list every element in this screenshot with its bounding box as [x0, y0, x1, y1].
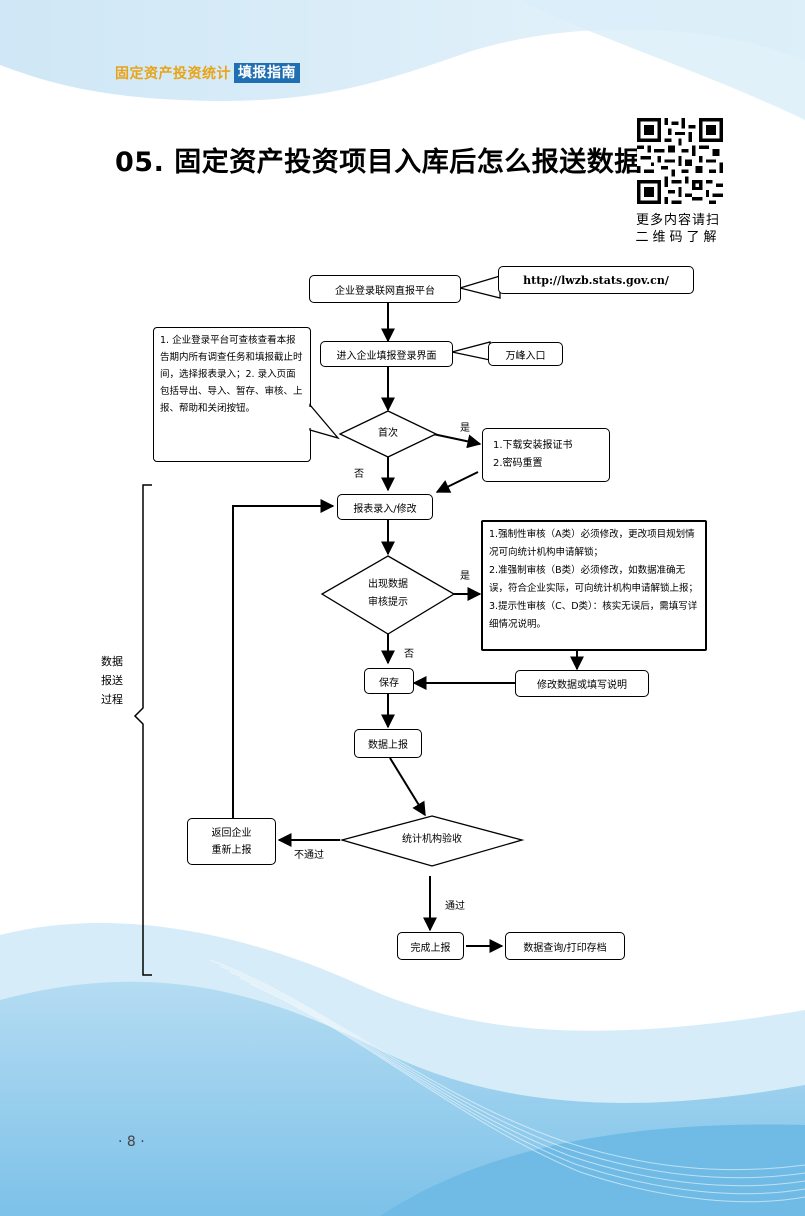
side-label: 数据 报送 过程 — [100, 652, 124, 709]
series-title: 固定资产投资统计 — [115, 66, 231, 82]
first-steps-box: 1.下载安装报证书 2.密码重置 — [482, 428, 610, 482]
side-label-3: 过程 — [101, 693, 123, 706]
page-title: 05. 固定资产投资项目入库后怎么报送数据? — [115, 147, 658, 178]
audit-question-line1: 出现数据 — [368, 579, 408, 590]
guide-tag: 填报指南 — [234, 63, 300, 83]
side-label-1: 数据 — [101, 655, 123, 668]
accept-label: 统计机构验收 — [402, 834, 462, 845]
audit-rule-2: 2.准强制审核（B类）必须修改，如数据准确无误，符合企业实际，可向统计机构申请解… — [489, 565, 699, 594]
audit-rules-box: 1.强制性审核（A类）必须修改，更改项目规划情况可向统计机构申请解锁； 2.准强… — [481, 520, 707, 651]
complete-box: 完成上报 — [397, 932, 464, 960]
qr-caption-line1: 更多内容请扫 — [635, 213, 720, 228]
no-label-1: 否 — [354, 469, 364, 480]
audit-question: 出现数据 审核提示 — [352, 576, 424, 612]
first-time-label: 首次 — [378, 428, 398, 439]
audit-diamond — [320, 555, 456, 635]
url-text: http://lwzb.stats.gov.cn/ — [523, 273, 669, 287]
page-number: · 8 · — [118, 1134, 145, 1150]
enter-box: 进入企业填报登录界面 — [320, 341, 453, 367]
side-label-2: 报送 — [101, 674, 123, 687]
first-time-diamond — [338, 410, 438, 458]
accept-diamond — [339, 815, 525, 867]
return-box: 返回企业 重新上报 — [187, 818, 276, 865]
modify-box: 修改数据或填写说明 — [515, 670, 649, 697]
url-box: http://lwzb.stats.gov.cn/ — [498, 266, 694, 294]
left-note-text: 1. 企业登录平台可查核查看本报告期内所有调查任务和填报截止时间，选择报表录入；… — [160, 335, 303, 414]
save-box: 保存 — [364, 668, 414, 694]
yes-label-2: 是 — [460, 571, 470, 582]
qr-code-icon — [637, 118, 723, 204]
wanfeng-box: 万峰入口 — [488, 342, 563, 366]
audit-question-line2: 审核提示 — [368, 597, 408, 608]
qr-caption: 更多内容请扫 二维码了解 — [628, 212, 728, 246]
audit-rule-3: 3.提示性审核（C、D类）：核实无误后，需填写详细情况说明。 — [489, 601, 698, 630]
return-line2: 重新上报 — [211, 844, 252, 856]
no-label-2: 否 — [404, 649, 414, 660]
return-line1: 返回企业 — [211, 827, 252, 839]
login-box: 企业登录联网直报平台 — [309, 275, 461, 303]
submit-box: 数据上报 — [354, 729, 422, 758]
left-note-box: 1. 企业登录平台可查核查看本报告期内所有调查任务和填报截止时间，选择报表录入；… — [153, 327, 311, 462]
first-step-2: 2.密码重置 — [493, 458, 543, 469]
report-entry-box: 报表录入/修改 — [337, 494, 433, 520]
fail-label: 不通过 — [294, 850, 324, 861]
yes-label-1: 是 — [460, 423, 470, 434]
archive-box: 数据查询/打印存档 — [505, 932, 625, 960]
audit-rule-1: 1.强制性审核（A类）必须修改，更改项目规划情况可向统计机构申请解锁； — [489, 529, 695, 558]
qr-caption-line2: 二维码了解 — [635, 230, 721, 245]
pass-label: 通过 — [445, 901, 465, 912]
series-header: 固定资产投资统计 填报指南 — [115, 62, 300, 84]
first-step-1: 1.下载安装报证书 — [493, 440, 573, 451]
